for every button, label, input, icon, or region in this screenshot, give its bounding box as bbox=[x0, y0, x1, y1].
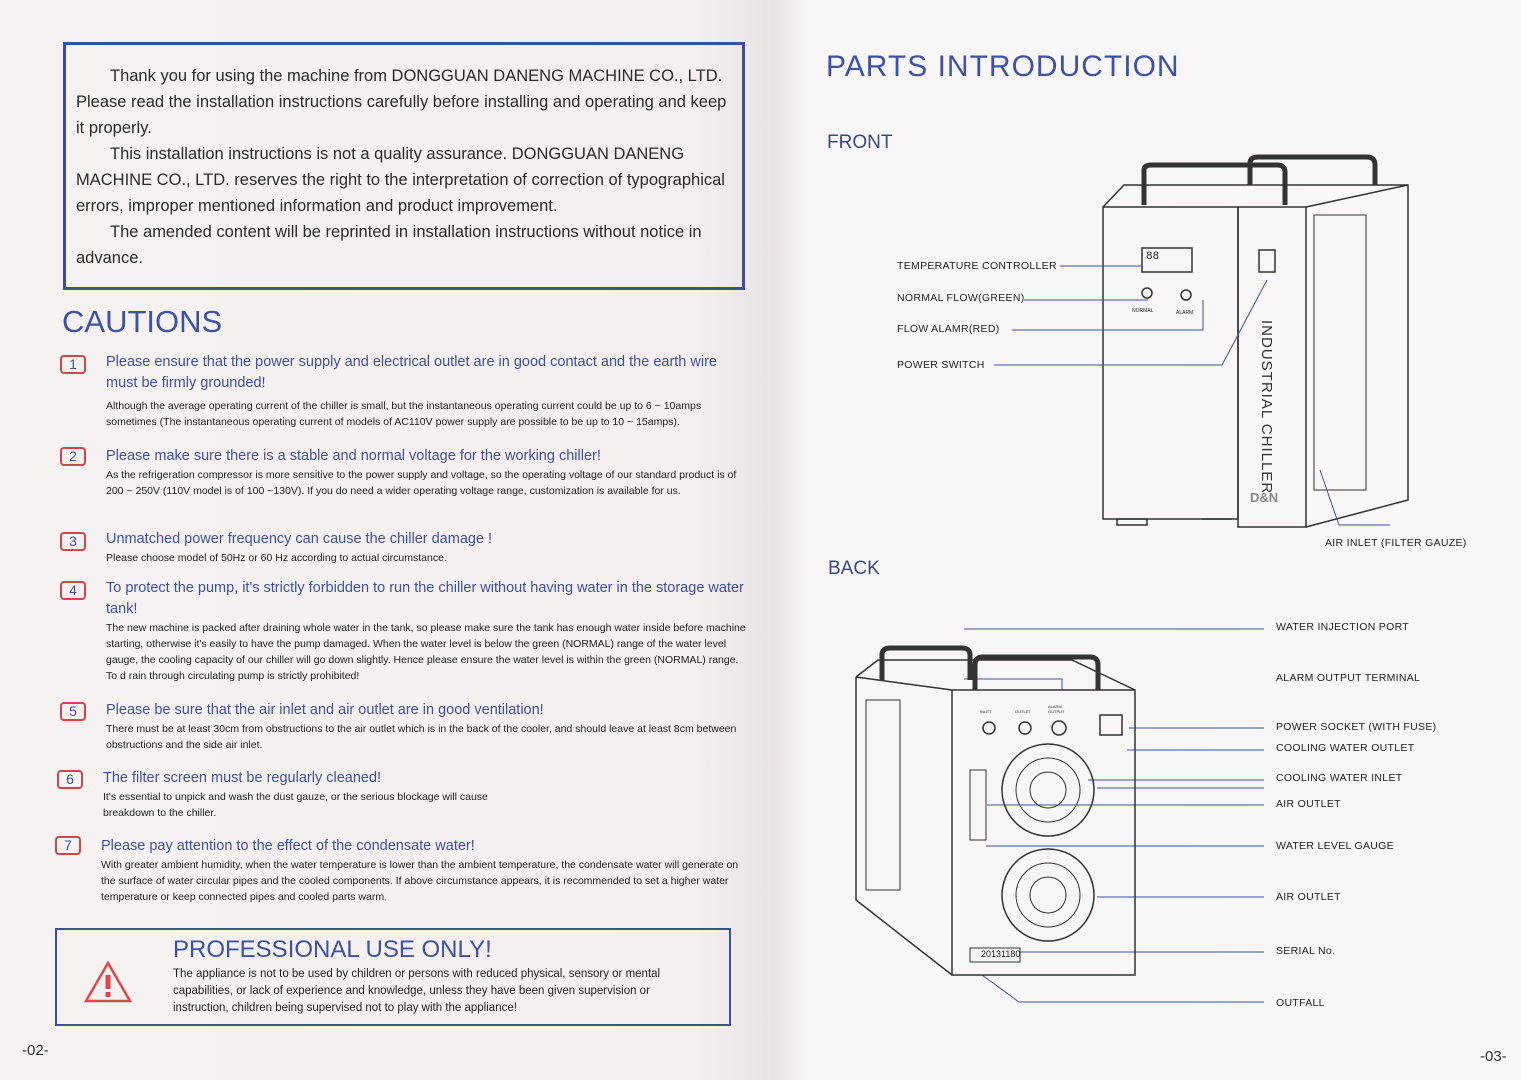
front-label: FRONT bbox=[827, 132, 893, 153]
part-label: COOLING WATER OUTLET bbox=[1276, 742, 1415, 754]
part-label: AIR INLET (FILTER GAUZE) bbox=[1325, 537, 1467, 549]
right-page: PARTS INTRODUCTION FRONT BACK 88 NORMAL … bbox=[772, 0, 1521, 1080]
cautions-title: CAUTIONS bbox=[62, 304, 223, 339]
caution-heading: Please pay attention to the effect of th… bbox=[101, 838, 475, 854]
back-chiller-drawing bbox=[855, 645, 1136, 976]
caution-number: 1 bbox=[60, 355, 86, 374]
caution-body: Although the average operating current o… bbox=[106, 400, 702, 428]
intro-paragraph: This installation instructions is not a … bbox=[76, 145, 725, 215]
caution-number: 7 bbox=[55, 836, 81, 855]
caution-heading: The filter screen must be regularly clea… bbox=[103, 770, 382, 786]
part-label: FLOW ALAMR(RED) bbox=[897, 323, 1000, 335]
caution-body: The new machine is packed after draining… bbox=[106, 622, 746, 682]
display-readout: 88 bbox=[1146, 251, 1160, 263]
left-page: Thank you for using the machine from DON… bbox=[0, 0, 772, 1080]
part-label: POWER SWITCH bbox=[897, 359, 985, 371]
caution-number: 5 bbox=[60, 702, 86, 721]
part-label: POWER SOCKET (WITH FUSE) bbox=[1276, 721, 1437, 733]
serial-number: 20131180 bbox=[981, 949, 1021, 959]
caution-body: With greater ambient humidity, when the … bbox=[101, 859, 739, 903]
alarm-output-label: ALARM OUTPUT bbox=[1048, 704, 1065, 714]
caution-item: 3 Unmatched power frequency can cause the… bbox=[60, 529, 750, 566]
part-label: TEMPERATURE CONTROLLER bbox=[897, 260, 1057, 272]
caution-heading: Unmatched power frequency can cause the … bbox=[106, 531, 493, 547]
part-label: COOLING WATER INLET bbox=[1276, 772, 1403, 784]
part-label: ALARM OUTPUT TERMINAL bbox=[1276, 672, 1421, 684]
caution-item: 2 Please make sure there is a stable and … bbox=[60, 446, 750, 499]
side-label: INDUSTRIAL CHILLER bbox=[1258, 320, 1275, 495]
part-label: WATER LEVEL GAUGE bbox=[1276, 840, 1394, 852]
inlet-label: INLET bbox=[980, 709, 992, 714]
back-label: BACK bbox=[828, 558, 880, 579]
caution-heading: Please ensure that the power supply and … bbox=[106, 354, 717, 391]
caution-number: 3 bbox=[60, 532, 86, 551]
caution-item: 7 Please pay attention to the effect of t… bbox=[55, 836, 745, 905]
part-label: AIR OUTLET bbox=[1276, 891, 1341, 903]
caution-item: 6 The filter screen must be regularly cle… bbox=[57, 768, 747, 821]
normal-indicator-label: NORMAL bbox=[1132, 308, 1154, 314]
brand-logo: D&N bbox=[1250, 490, 1279, 505]
caution-body: As the refrigeration compressor is more … bbox=[106, 469, 737, 497]
caution-number: 4 bbox=[60, 581, 86, 600]
caution-body: Please choose model of 50Hz or 60 Hz acc… bbox=[106, 552, 447, 564]
caution-body: It's essential to unpick and wash the du… bbox=[103, 791, 488, 819]
caution-item: 4 To protect the pump, it's strictly forb… bbox=[60, 578, 750, 684]
chiller-diagrams bbox=[855, 154, 1409, 1003]
caution-heading: Please make sure there is a stable and n… bbox=[106, 448, 601, 464]
caution-item: 1 Please ensure that the power supply and… bbox=[60, 352, 750, 430]
part-label: WATER INJECTION PORT bbox=[1276, 621, 1409, 633]
caution-heading: Please be sure that the air inlet and ai… bbox=[106, 702, 544, 718]
intro-box: Thank you for using the machine from DON… bbox=[63, 42, 745, 290]
caution-number: 6 bbox=[57, 770, 83, 789]
professional-use-box: PROFESSIONAL USE ONLY! The appliance is … bbox=[55, 928, 731, 1026]
caution-item: 5 Please be sure that the air inlet and a… bbox=[60, 700, 750, 753]
parts-title: PARTS INTRODUCTION bbox=[826, 50, 1180, 83]
alarm-indicator-label: ALARM bbox=[1176, 310, 1194, 316]
part-label: OUTFALL bbox=[1276, 997, 1325, 1009]
caution-body: There must be at least 30cm from obstruc… bbox=[106, 723, 737, 751]
part-label: NORMAL FLOW(GREEN) bbox=[897, 292, 1025, 304]
professional-title: PROFESSIONAL USE ONLY! bbox=[173, 936, 492, 963]
intro-paragraph: Thank you for using the machine from DON… bbox=[76, 67, 727, 137]
intro-paragraph: The amended content will be reprinted in… bbox=[76, 223, 702, 267]
professional-body: The appliance is not to be used by child… bbox=[173, 968, 661, 1014]
page-number: -02- bbox=[22, 1042, 49, 1059]
warning-triangle-icon bbox=[83, 960, 133, 1003]
part-label: SERIAL No. bbox=[1276, 945, 1336, 957]
outlet-label: OUTLET bbox=[1015, 709, 1031, 714]
caution-number: 2 bbox=[60, 447, 86, 466]
caution-heading: To protect the pump, it's strictly forbi… bbox=[106, 580, 744, 617]
part-label: AIR OUTLET bbox=[1276, 798, 1341, 810]
page-number: -03- bbox=[1480, 1048, 1507, 1065]
front-chiller-drawing bbox=[1102, 154, 1409, 528]
